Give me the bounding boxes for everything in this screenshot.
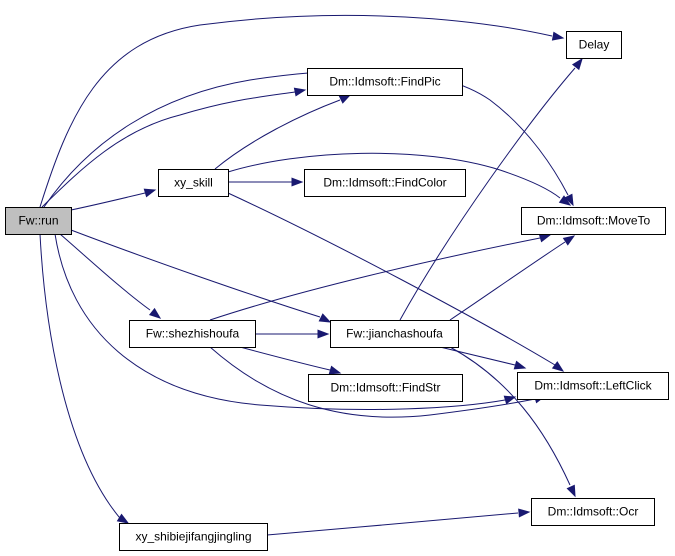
- node-delay[interactable]: Delay: [566, 31, 622, 59]
- edge-line: [449, 241, 566, 321]
- node-jianchashoufa[interactable]: Fw::jianchashoufa: [330, 320, 459, 348]
- edge-fw_run-to-jianchashoufa: [70, 229, 332, 323]
- edge-fw_run-to-delay: [39, 14, 565, 208]
- edge-line: [399, 67, 576, 321]
- node-box[interactable]: [308, 374, 463, 402]
- edge-fw_run-to-leftclick: [54, 233, 517, 410]
- arrowhead-icon: [328, 365, 342, 375]
- node-shezhishoufa[interactable]: Fw::shezhishoufa: [129, 320, 256, 348]
- node-box[interactable]: [517, 372, 669, 400]
- node-box[interactable]: [531, 498, 655, 526]
- arrowhead-icon: [571, 57, 583, 71]
- edge-shibie-to-ocr: [266, 508, 531, 536]
- edge-xy_skill-to-leftclick: [227, 192, 565, 372]
- arrowhead-icon: [148, 307, 162, 319]
- edge-fw_run-to-xy_skill: [70, 188, 157, 211]
- arrowhead-icon: [338, 94, 352, 104]
- edge-xy_skill-to-findcolor: [228, 177, 304, 187]
- edge-line: [239, 346, 331, 371]
- arrowhead-icon: [538, 233, 552, 243]
- node-findcolor[interactable]: Dm::Idmsoft::FindColor: [304, 169, 466, 197]
- node-label: Dm::Idmsoft::FindPic: [329, 75, 440, 89]
- edge-line: [54, 233, 506, 410]
- edge-line: [39, 233, 121, 519]
- edge-fw_run-to-shibie: [39, 233, 130, 524]
- edge-line: [449, 346, 571, 486]
- node-box[interactable]: [129, 320, 256, 348]
- arrowhead-icon: [566, 484, 576, 498]
- node-label: Delay: [579, 38, 610, 52]
- arrowhead-icon: [503, 395, 517, 405]
- edge-line: [59, 233, 151, 311]
- node-box[interactable]: [119, 523, 268, 551]
- edge-jianchashoufa-to-delay: [399, 57, 583, 321]
- node-label: Dm::Idmsoft::FindStr: [330, 381, 440, 395]
- node-label: Dm::Idmsoft::FindColor: [323, 176, 446, 190]
- arrowhead-icon: [562, 235, 576, 246]
- edge-line: [39, 14, 553, 208]
- edge-line: [70, 192, 146, 211]
- edge-jianchashoufa-to-moveto: [449, 235, 576, 321]
- node-findpic[interactable]: Dm::Idmsoft::FindPic: [307, 68, 463, 96]
- node-box[interactable]: [330, 320, 459, 348]
- edge-line: [209, 237, 541, 321]
- node-ocr[interactable]: Dm::Idmsoft::Ocr: [531, 498, 655, 526]
- nodes-layer: Fw::run DelayDm::Idmsoft::FindPicxy_skill…: [5, 31, 669, 551]
- node-label: Fw::run: [18, 214, 58, 228]
- edge-jianchashoufa-to-leftclick: [439, 346, 527, 370]
- edge-line: [439, 346, 516, 366]
- arrowhead-icon: [317, 329, 330, 339]
- node-leftclick[interactable]: Dm::Idmsoft::LeftClick: [517, 372, 669, 400]
- arrowhead-icon: [318, 313, 332, 323]
- edge-shezhishoufa-to-jianchashoufa: [255, 329, 330, 339]
- node-shibie[interactable]: xy_shibiejifangjingling: [119, 523, 268, 551]
- arrowhead-icon: [551, 31, 565, 41]
- edge-line: [214, 99, 341, 170]
- edge-xy_skill-to-findpic: [214, 94, 352, 170]
- arrowhead-icon: [143, 188, 157, 198]
- node-box[interactable]: [566, 31, 622, 59]
- edge-line: [70, 229, 321, 318]
- arrowhead-icon: [558, 195, 572, 206]
- edge-fw_run-to-findpic: [41, 87, 307, 208]
- edge-shezhishoufa-to-moveto: [209, 233, 552, 321]
- node-fw-run[interactable]: Fw::run: [5, 207, 72, 235]
- arrowhead-icon: [513, 360, 527, 370]
- edge-line: [209, 346, 536, 418]
- edge-jianchashoufa-to-ocr: [449, 346, 576, 498]
- node-box[interactable]: [307, 68, 463, 96]
- arrowhead-icon: [293, 87, 307, 97]
- edge-line: [227, 152, 561, 199]
- edge-line: [41, 91, 296, 208]
- node-label: Dm::Idmsoft::LeftClick: [534, 379, 652, 393]
- edge-xy_skill-to-moveto: [227, 152, 572, 206]
- edges-layer: [39, 14, 583, 536]
- node-box[interactable]: [521, 207, 666, 235]
- node-label: Fw::shezhishoufa: [146, 327, 240, 341]
- node-label: Dm::Idmsoft::Ocr: [548, 505, 639, 519]
- arrowhead-icon: [116, 513, 130, 524]
- edge-line: [266, 512, 519, 536]
- node-xy-skill[interactable]: xy_skill: [158, 169, 229, 197]
- arrowhead-icon: [518, 508, 531, 518]
- edge-line: [227, 192, 556, 366]
- node-label: xy_skill: [174, 176, 213, 190]
- node-box[interactable]: [304, 169, 466, 197]
- edge-fw_run-to-shezhishoufa: [59, 233, 162, 319]
- node-box[interactable]: [158, 169, 229, 197]
- arrowhead-icon: [564, 193, 574, 207]
- node-label: xy_shibiejifangjingling: [135, 530, 251, 544]
- arrowhead-icon: [291, 177, 304, 187]
- node-label: Fw::jianchashoufa: [346, 327, 443, 341]
- node-box[interactable]: [5, 207, 72, 235]
- node-moveto[interactable]: Dm::Idmsoft::MoveTo: [521, 207, 666, 235]
- arrowhead-icon: [551, 361, 565, 372]
- node-label: Dm::Idmsoft::MoveTo: [537, 214, 651, 228]
- edge-shezhishoufa-to-findstr: [239, 346, 342, 375]
- node-findstr[interactable]: Dm::Idmsoft::FindStr: [308, 374, 463, 402]
